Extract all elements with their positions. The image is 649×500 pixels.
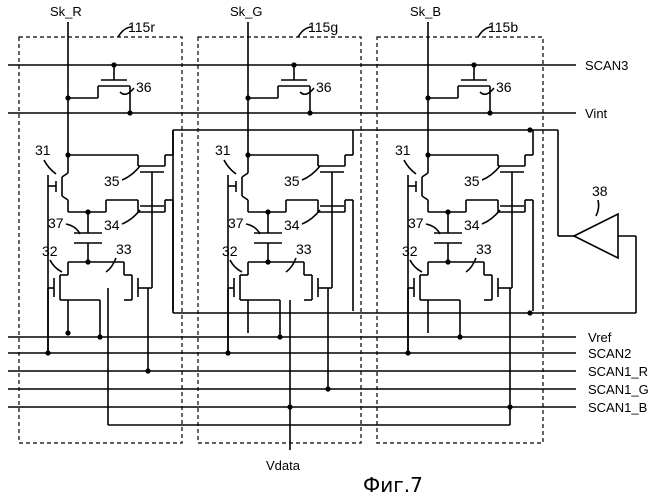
svg-text:33: 33: [476, 241, 492, 257]
block-label-115r: 115r: [128, 19, 155, 35]
block-label-115b: 115b: [488, 19, 518, 35]
svg-text:33: 33: [296, 241, 312, 257]
svg-text:32: 32: [222, 243, 238, 259]
junction-dots: [45, 62, 532, 409]
svg-text:35: 35: [464, 173, 480, 189]
scan1-r-label: SCAN1_R: [588, 364, 648, 379]
scan2-label: SCAN2: [588, 346, 631, 361]
svg-text:37: 37: [228, 215, 244, 231]
vdata-label: Vdata: [266, 458, 301, 473]
svg-text:36: 36: [496, 79, 512, 95]
figure-caption: Фиг.7: [363, 473, 423, 497]
vref-label: Vref: [588, 330, 612, 345]
vint-label: Vint: [585, 106, 608, 121]
cell-b: [408, 35, 533, 351]
amplifier-label: 38: [592, 183, 608, 199]
svg-text:32: 32: [402, 243, 418, 259]
svg-text:31: 31: [215, 142, 231, 158]
scan3-label: SCAN3: [585, 58, 628, 73]
scan1-b-label: SCAN1_B: [588, 400, 647, 415]
svg-text:31: 31: [395, 142, 411, 158]
sk-g-label: Sk_G: [230, 4, 263, 19]
svg-text:35: 35: [104, 173, 120, 189]
amplifier-38: [574, 214, 618, 258]
svg-text:36: 36: [316, 79, 332, 95]
svg-text:37: 37: [48, 215, 64, 231]
block-115r: [19, 37, 182, 443]
svg-text:34: 34: [284, 217, 300, 233]
cell-r: [48, 35, 173, 351]
svg-text:35: 35: [284, 173, 300, 189]
scan1-g-label: SCAN1_G: [588, 382, 649, 397]
svg-text:37: 37: [408, 215, 424, 231]
svg-text:34: 34: [464, 217, 480, 233]
block-label-115g: 115g: [308, 19, 338, 35]
sk-b-label: Sk_B: [410, 4, 441, 19]
svg-text:34: 34: [104, 217, 120, 233]
sk-r-label: Sk_R: [50, 4, 82, 19]
svg-text:31: 31: [35, 142, 51, 158]
svg-text:33: 33: [116, 241, 132, 257]
svg-text:32: 32: [42, 243, 58, 259]
block-115g: [198, 37, 361, 443]
svg-text:36: 36: [136, 79, 152, 95]
block-115b: [377, 37, 543, 443]
